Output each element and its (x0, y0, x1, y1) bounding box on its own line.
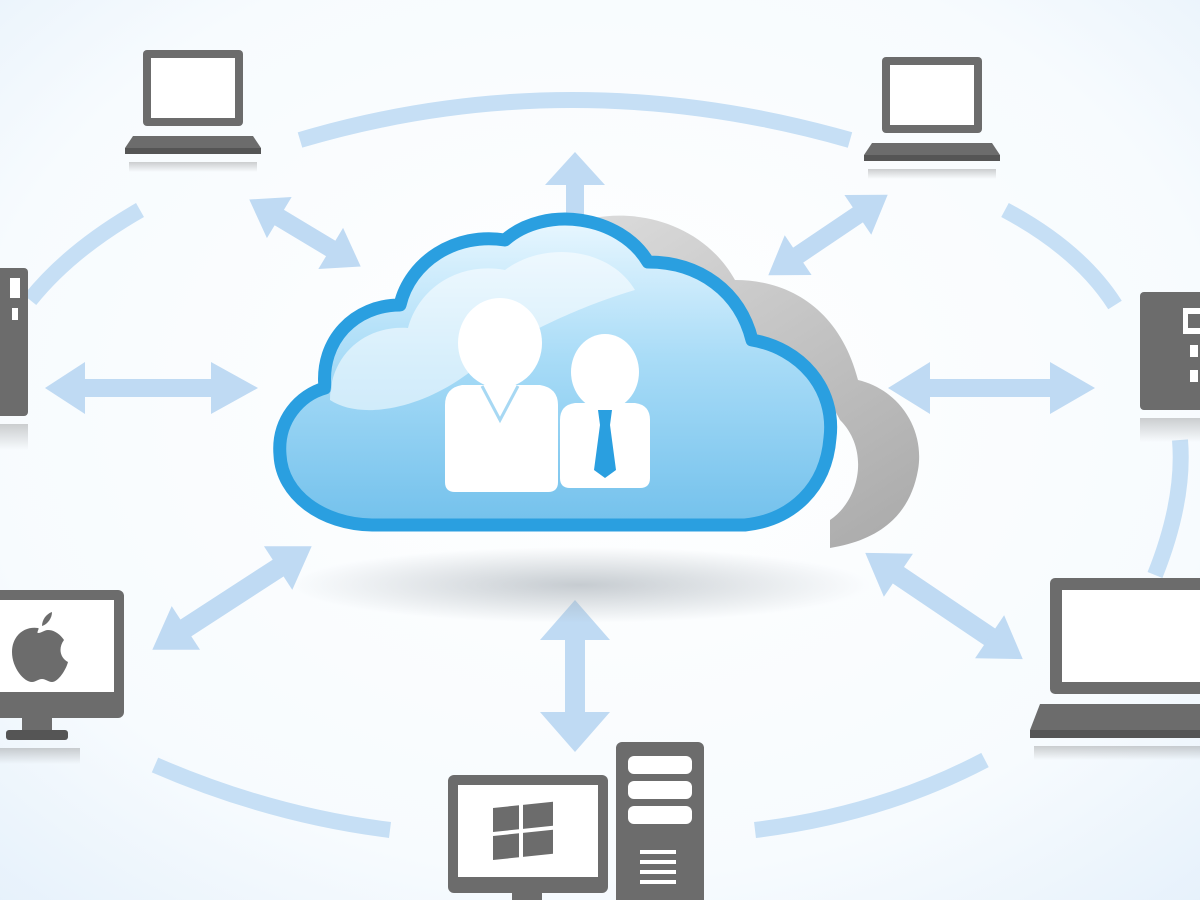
arrow-lower-left (152, 546, 312, 650)
arrow-left (45, 362, 258, 414)
cloud-shape (273, 212, 838, 532)
central-cloud (273, 212, 920, 623)
ring-arc-right (1147, 439, 1189, 578)
desktop-tower (616, 742, 704, 900)
arrow-lower-right (865, 552, 1023, 660)
laptop-icon (125, 50, 261, 172)
laptop-top-left (125, 50, 261, 172)
laptop-bottom-right (1030, 578, 1200, 760)
arrow-right (888, 362, 1095, 414)
server-icon (0, 268, 28, 416)
laptop-icon (864, 57, 1000, 179)
users-icon (445, 298, 650, 492)
ring-arc-bottom-right (754, 752, 989, 838)
apple-icon (12, 612, 68, 682)
nas-right (1140, 292, 1200, 442)
arrow-upper-right (768, 194, 888, 276)
laptop-top-right (864, 57, 1000, 179)
ring-arc-upper-right (1001, 202, 1122, 310)
user-large (445, 298, 558, 492)
windows-desktop (448, 742, 704, 900)
nas-left (0, 268, 28, 450)
ring-arc-top (297, 92, 853, 148)
user-small (560, 334, 650, 488)
mac-desktop (0, 590, 124, 764)
ring-arc-upper-left (23, 203, 144, 306)
cloud-floor-shadow (290, 547, 870, 623)
outer-ring (23, 92, 1189, 838)
windows-icon (493, 801, 553, 860)
ring-arc-bottom-left (151, 757, 391, 838)
arrow-upper-left (249, 196, 361, 270)
